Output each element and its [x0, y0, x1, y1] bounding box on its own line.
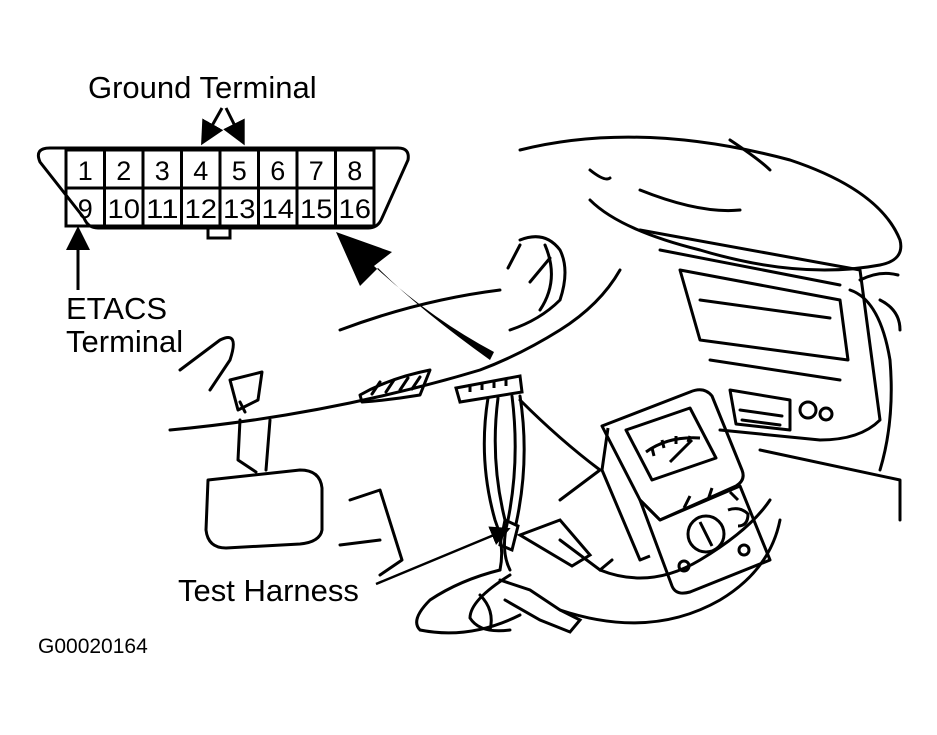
etacs-terminal-label: ETACS Terminal	[66, 292, 183, 358]
connector-pin-5: 5	[232, 156, 247, 186]
diagnostic-connector	[36, 146, 410, 240]
connector-pin-4: 4	[193, 156, 208, 186]
connector-pin-16: 16	[339, 194, 372, 224]
ground-terminal-arrows	[201, 107, 245, 146]
figure-id: G00020164	[38, 635, 148, 658]
dashboard-illustration	[168, 135, 903, 577]
connector-pin-12: 12	[185, 194, 218, 224]
test-harness-label: Test Harness	[178, 573, 359, 608]
connector-pin-15: 15	[300, 194, 333, 224]
location-arrow	[336, 232, 494, 360]
connector-pin-2: 2	[116, 156, 131, 186]
connector-pin-dividers	[103, 150, 337, 226]
ground-terminal-label: Ground Terminal	[88, 70, 317, 105]
etacs-terminal-label-line1: ETACS	[66, 291, 168, 326]
connector-pin-11: 11	[146, 194, 179, 224]
connector-pin-7: 7	[309, 156, 324, 186]
test-harness-pointer	[375, 526, 511, 586]
connector-pin-1: 1	[78, 156, 93, 186]
connector-pin-9: 9	[78, 194, 93, 224]
connector-pin-6: 6	[270, 156, 285, 186]
connector-pin-8: 8	[347, 156, 362, 186]
connector-pin-10: 10	[108, 194, 141, 224]
connector-pin-14: 14	[262, 194, 295, 224]
multimeter	[600, 388, 772, 595]
connector-key	[206, 226, 232, 240]
etacs-terminal-label-line2: Terminal	[66, 324, 184, 359]
connector-pin-13: 13	[223, 194, 256, 224]
connector-housing	[36, 146, 410, 230]
connector-pin-3: 3	[155, 156, 170, 186]
dlc-socket	[454, 374, 524, 404]
